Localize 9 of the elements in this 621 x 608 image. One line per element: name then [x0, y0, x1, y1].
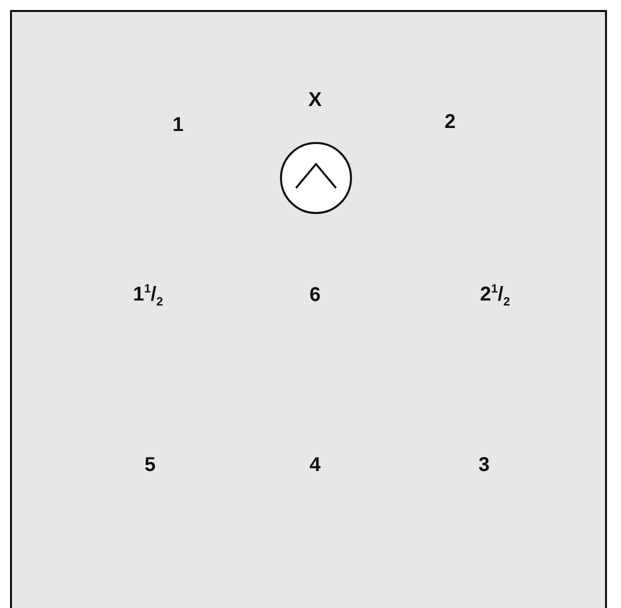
position-number: X: [308, 90, 322, 110]
position-number: 5: [144, 455, 156, 475]
position-number: 1: [172, 115, 184, 135]
position-number: 3: [478, 455, 490, 475]
position-number: 2: [444, 112, 456, 132]
position-number: 2$^{1}$/$_{2}$: [480, 282, 510, 308]
position-number: 4: [309, 455, 321, 475]
position-number: 1$^{1}$/$_{2}$: [132, 282, 164, 308]
position-number: 6: [309, 285, 321, 305]
